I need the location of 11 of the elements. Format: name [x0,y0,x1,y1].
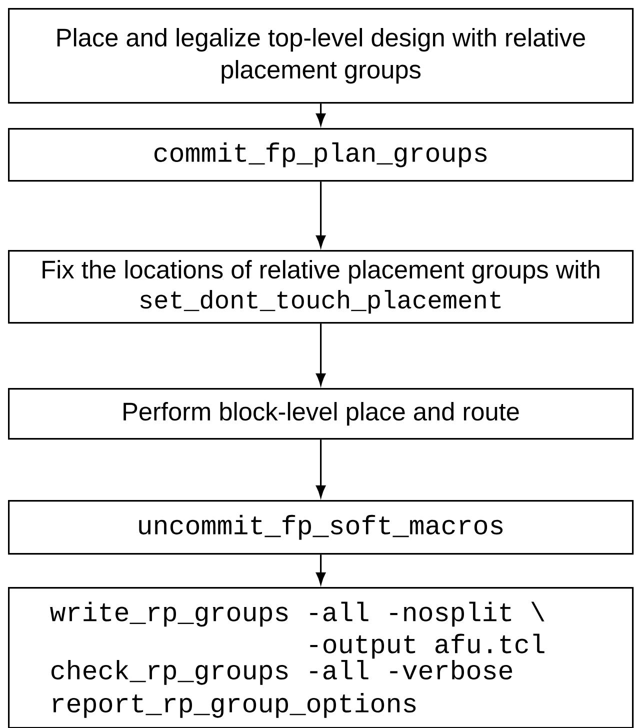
arrow [316,440,326,498]
arrow [316,324,326,386]
process-box: Perform block-level place and route [8,388,634,440]
arrow [316,104,326,126]
arrow [316,182,326,248]
code-box: write_rp_groups -all -nosplit \ -output afu.tcl check_rp_groups -all -verbose report_rp_group_options [8,587,634,728]
process-box: uncommit_fp_soft_macros [8,500,634,555]
process-box: Place and legalize top-level design with relative placement groups [8,8,634,104]
process-box: commit_fp_plan_groups [8,128,634,182]
arrow [316,554,326,584]
process-box: Fix the locations of relative placement groups with set_dont_touch_placement [8,250,634,324]
